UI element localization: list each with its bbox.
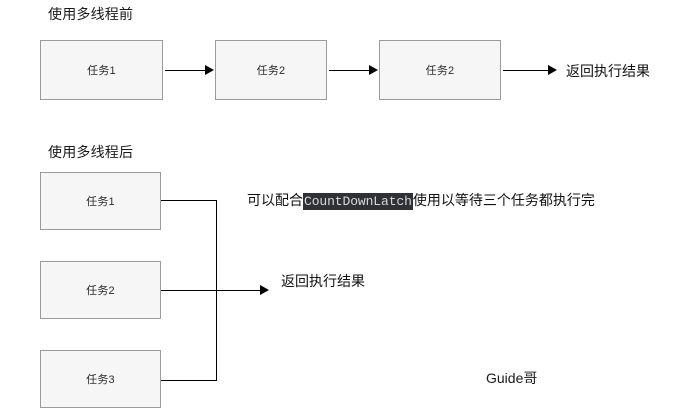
- task-box-label: 任务3: [86, 374, 115, 386]
- task-box-before-1: 任务1: [40, 40, 163, 100]
- task-box-after-3: 任务3: [40, 350, 161, 408]
- task-box-after-1: 任务1: [40, 172, 161, 230]
- result-label-before: 返回执行结果: [566, 63, 650, 79]
- section-title-before: 使用多线程前: [48, 6, 134, 22]
- task-box-before-2: 任务2: [215, 40, 327, 100]
- note-prefix: 可以配合: [247, 192, 303, 208]
- watermark-author: Guide哥: [486, 370, 538, 386]
- arrow-head-after-result: [260, 285, 269, 295]
- task-box-label: 任务1: [86, 196, 115, 208]
- brace-stub-middle: [161, 290, 217, 291]
- arrow-line-before-2: [329, 70, 369, 71]
- arrow-line-after-result: [216, 290, 262, 291]
- arrow-head-before-3: [548, 65, 557, 75]
- result-label-after: 返回执行结果: [281, 273, 365, 289]
- task-box-before-3: 任务2: [379, 40, 501, 100]
- brace-stub-top: [161, 200, 217, 201]
- task-box-label: 任务2: [86, 285, 115, 297]
- brace-stub-bottom: [161, 380, 217, 381]
- task-box-label: 任务2: [425, 65, 455, 77]
- arrow-head-before-2: [369, 65, 378, 75]
- note-suffix: 使用以等待三个任务都执行完: [412, 192, 595, 208]
- countdownlatch-note: 可以配合CountDownLatch使用以等待三个任务都执行完: [247, 191, 595, 211]
- arrow-line-before-1: [165, 70, 205, 71]
- arrow-head-before-1: [205, 65, 214, 75]
- arrow-line-before-3: [503, 70, 548, 71]
- task-box-label: 任务2: [256, 65, 286, 77]
- countdownlatch-code-chip: CountDownLatch: [303, 193, 413, 210]
- task-box-after-2: 任务2: [40, 261, 161, 319]
- task-box-label: 任务1: [87, 65, 116, 77]
- section-title-after: 使用多线程后: [48, 144, 134, 160]
